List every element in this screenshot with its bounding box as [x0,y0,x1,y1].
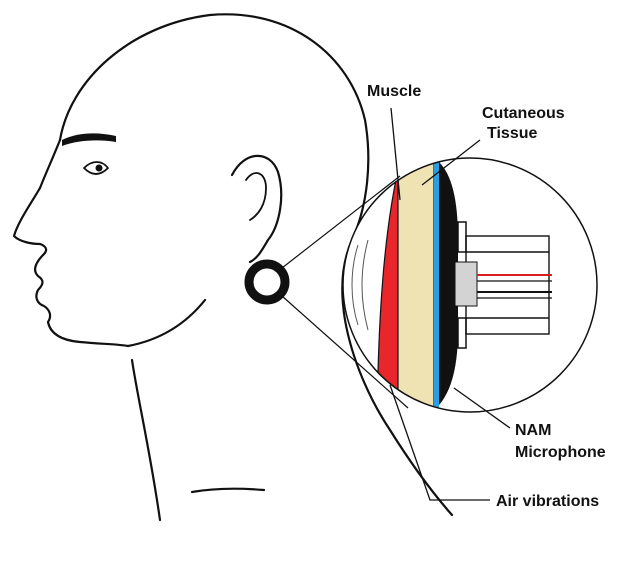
ear-inner [246,173,266,220]
microphone-ring [249,264,285,300]
jaw-outline [128,300,205,346]
label-nam: NAM [515,422,551,439]
microphone-sensor [455,262,477,306]
cutaneous-tissue-layer [398,155,434,415]
label-air-vibrations: Air vibrations [496,493,599,510]
mouth-chin-outline [35,254,128,346]
label-microphone: Microphone [515,444,606,461]
ear-outline [232,156,281,262]
nose-outline [14,188,46,254]
eye-pupil [96,165,103,172]
neck-front-outline [132,360,160,520]
eyebrow [62,133,116,146]
label-muscle: Muscle [367,83,421,100]
label-cutaneous: Cutaneous [482,105,565,122]
forehead-outline [40,140,60,188]
label-tissue: Tissue [487,125,538,142]
collar-line [192,489,264,492]
microphone-membrane [434,160,439,410]
